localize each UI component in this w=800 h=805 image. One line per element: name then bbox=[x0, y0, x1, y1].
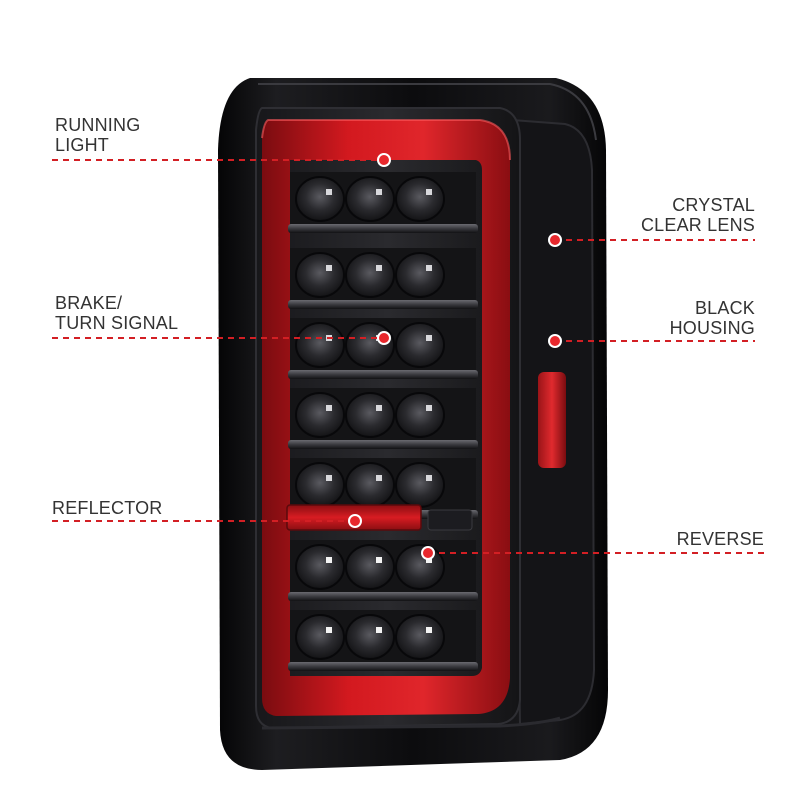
led-row-shelf bbox=[288, 592, 478, 601]
led-chip bbox=[326, 405, 332, 411]
led-reflector-cup bbox=[295, 614, 345, 660]
crystal-clear-lens-label: CRYSTAL CLEAR LENS bbox=[641, 195, 755, 235]
brake-turn-line2: TURN SIGNAL bbox=[55, 313, 179, 333]
led-chip bbox=[326, 557, 332, 563]
running-light-line2: LIGHT bbox=[55, 135, 110, 155]
led-chip bbox=[426, 335, 432, 341]
running-light-bar bbox=[262, 120, 510, 716]
led-chip bbox=[326, 265, 332, 271]
led-chip bbox=[376, 557, 382, 563]
brake-turn-line1: BRAKE/ bbox=[55, 293, 123, 313]
led-chip bbox=[426, 475, 432, 481]
led-reflector-cup bbox=[345, 544, 395, 590]
led-reflector-cup bbox=[345, 462, 395, 508]
led-chip bbox=[426, 557, 432, 563]
led-reflector-cup bbox=[395, 392, 445, 438]
led-reflector-cup bbox=[345, 176, 395, 222]
running-light-label: RUNNING LIGHT bbox=[55, 115, 140, 155]
led-chip bbox=[376, 627, 382, 633]
black-housing-line1: BLACK bbox=[694, 298, 755, 318]
led-chip bbox=[426, 627, 432, 633]
led-reflector-cup bbox=[295, 392, 345, 438]
brake-turn-label: BRAKE/ TURN SIGNAL bbox=[55, 293, 178, 333]
led-chip bbox=[376, 475, 382, 481]
black-housing-label: BLACK HOUSING bbox=[670, 298, 755, 338]
led-reflector-cup bbox=[345, 252, 395, 298]
led-row-shelf bbox=[288, 370, 478, 379]
black-housing-line2: HOUSING bbox=[669, 318, 755, 338]
led-row-shelf bbox=[288, 662, 478, 671]
side-reflector bbox=[538, 372, 566, 468]
led-reflector-cup bbox=[345, 392, 395, 438]
led-row-shelf bbox=[288, 224, 478, 233]
reflector-label: REFLECTOR bbox=[52, 498, 163, 518]
led-reflector-cup bbox=[295, 544, 345, 590]
led-reflector-cup bbox=[295, 462, 345, 508]
reverse-line1: REVERSE bbox=[676, 529, 764, 549]
led-reflector-cup bbox=[395, 176, 445, 222]
callout-dots bbox=[348, 153, 562, 560]
led-row-shelf bbox=[288, 300, 478, 309]
led-chip bbox=[326, 475, 332, 481]
led-reflector-cup bbox=[395, 322, 445, 368]
running-light-line1: RUNNING bbox=[55, 115, 141, 135]
led-reflector-cup bbox=[295, 176, 345, 222]
led-reflector-cup bbox=[395, 252, 445, 298]
led-reflector-cup bbox=[395, 462, 445, 508]
reflector-line1: REFLECTOR bbox=[52, 498, 163, 518]
led-rows bbox=[288, 172, 478, 671]
led-reflector-cup bbox=[295, 322, 345, 368]
led-reflector-cup bbox=[295, 252, 345, 298]
led-reflector-cup bbox=[345, 614, 395, 660]
led-chip bbox=[376, 405, 382, 411]
reverse-label: REVERSE bbox=[677, 529, 764, 549]
led-chip bbox=[326, 627, 332, 633]
led-reflector-cup bbox=[395, 544, 445, 590]
led-reflector-cup bbox=[345, 322, 395, 368]
led-chip bbox=[426, 405, 432, 411]
led-chip bbox=[426, 189, 432, 195]
led-row-shelf bbox=[288, 440, 478, 449]
led-chip bbox=[426, 265, 432, 271]
crystal-lens-line2: CLEAR LENS bbox=[640, 215, 755, 235]
led-chip bbox=[376, 189, 382, 195]
led-chip bbox=[376, 265, 382, 271]
crystal-lens-line1: CRYSTAL bbox=[672, 195, 755, 215]
callout-lines bbox=[52, 159, 765, 554]
led-reflector-cup bbox=[395, 614, 445, 660]
led-chip bbox=[326, 189, 332, 195]
